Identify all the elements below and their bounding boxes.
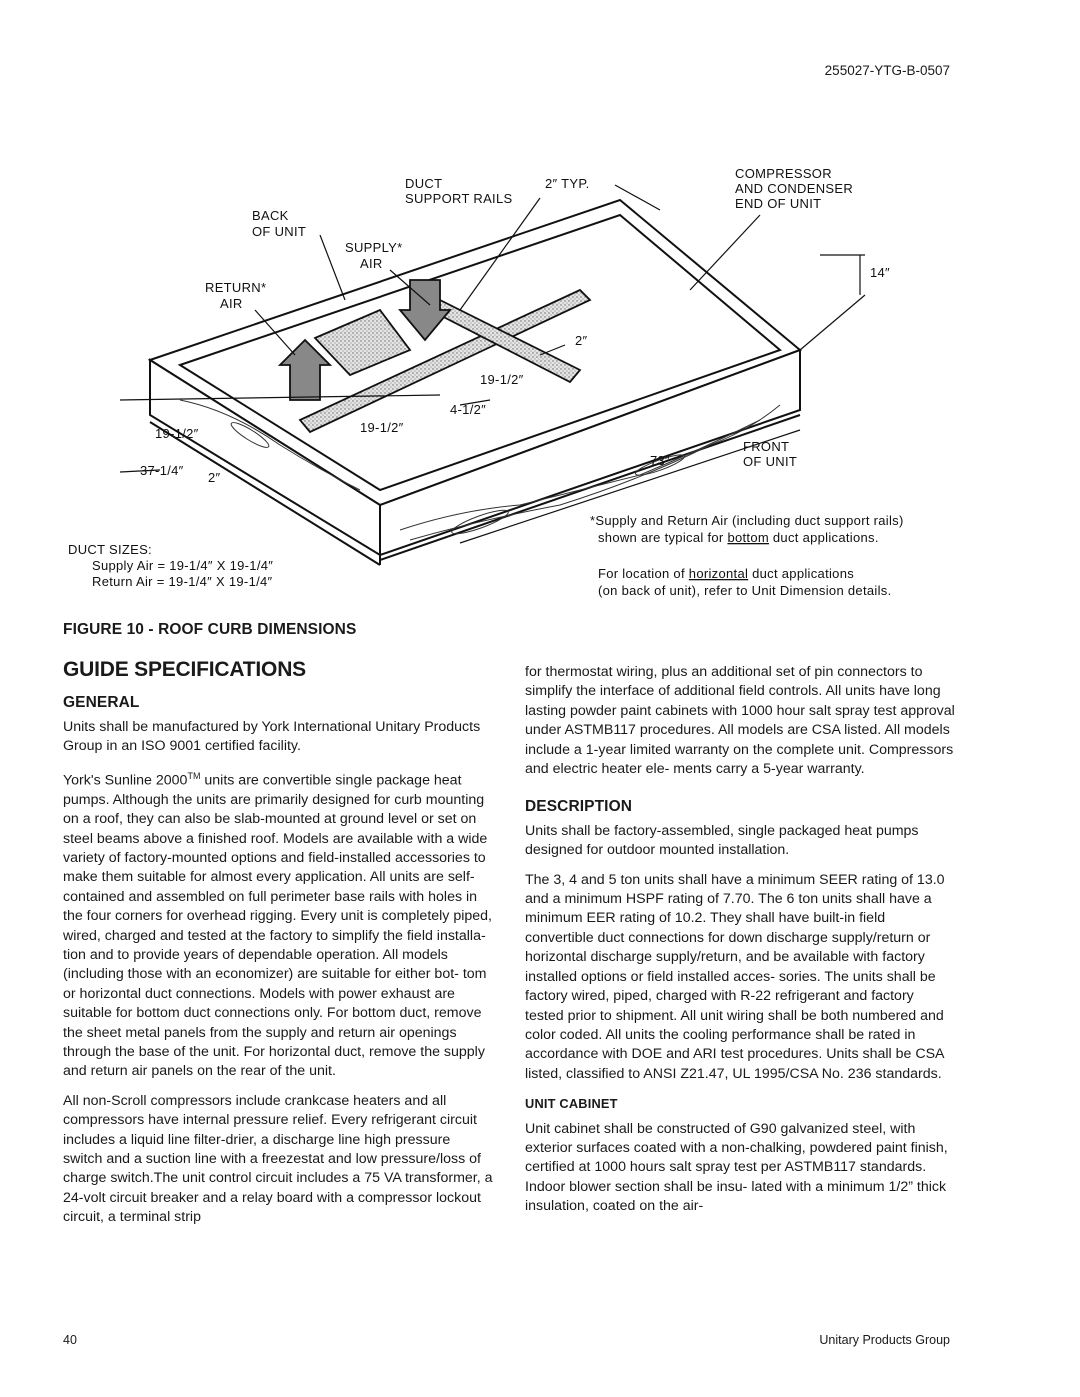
note-line-1: *Supply and Return Air (including duct s… <box>590 513 904 528</box>
note-line-4: (on back of unit), refer to Unit Dimensi… <box>598 583 891 598</box>
label-of-unit-back: OF UNIT <box>252 224 306 239</box>
label-supply-air: AIR <box>360 256 383 271</box>
label-supply: SUPPLY* <box>345 240 403 255</box>
wood-grain <box>179 399 781 541</box>
left-column: GUIDE SPECIFICATIONS GENERAL Units shall… <box>63 658 493 1238</box>
general-paragraph-2: York's Sunline 2000TM units are converti… <box>63 770 492 1080</box>
note-line-3: For location of horizontal duct applicat… <box>598 566 854 581</box>
general-paragraph-continued: for thermostat wiring, plus an additiona… <box>525 664 955 778</box>
section-title: GUIDE SPECIFICATIONS <box>63 658 306 681</box>
duct-sizes-title: DUCT SIZES: <box>68 542 152 557</box>
label-return-air: AIR <box>220 296 243 311</box>
unit-cabinet-paragraph: Unit cabinet shall be constructed of G90… <box>525 1120 948 1215</box>
label-return: RETURN* <box>205 280 266 295</box>
label-of-unit-front: OF UNIT <box>743 454 797 469</box>
roof-curb-figure: DUCT SUPPORT RAILS 2″ TYP. COMPRESSOR AN… <box>60 160 960 610</box>
label-dim-37: 37-1/4″ <box>140 463 184 478</box>
label-dim-2a: 2″ <box>575 333 588 348</box>
page-number: 40 <box>63 1333 77 1347</box>
label-and-condenser: AND CONDENSER <box>735 181 853 196</box>
curb-frame <box>147 198 802 566</box>
air-arrows <box>277 279 452 401</box>
label-dim-4-half: 4-1/2″ <box>450 402 486 417</box>
footer-organization: Unitary Products Group <box>819 1333 950 1347</box>
document-number: 255027-YTG-B-0507 <box>824 63 950 78</box>
leader-lines <box>119 184 866 544</box>
unit-cabinet-heading: UNIT CABINET <box>525 1096 618 1112</box>
label-dim-19-b: 19-1/2″ <box>360 420 404 435</box>
duct-size-return: Return Air = 19-1/4″ X 19-1/4″ <box>92 574 273 589</box>
label-compressor: COMPRESSOR <box>735 166 832 181</box>
roof-curb-drawing: DUCT SUPPORT RAILS 2″ TYP. COMPRESSOR AN… <box>68 166 904 598</box>
label-dim-19-a: 19-1/2″ <box>480 372 524 387</box>
label-dim-14: 14″ <box>870 265 890 280</box>
label-front: FRONT <box>743 439 789 454</box>
label-dim-73: 73″ <box>650 453 670 468</box>
label-back: BACK <box>252 208 289 223</box>
right-column: for thermostat wiring, plus an additiona… <box>525 663 955 1227</box>
note-line-2: shown are typical for bottom duct applic… <box>598 530 879 545</box>
description-heading: DESCRIPTION <box>525 798 633 816</box>
label-end-of-unit: END OF UNIT <box>735 196 821 211</box>
duct-size-supply: Supply Air = 19-1/4″ X 19-1/4″ <box>92 558 273 573</box>
general-paragraph-3: All non-Scroll compressors include crank… <box>63 1092 493 1226</box>
label-dim-19-c: 19-1/2″ <box>155 426 199 441</box>
description-paragraph-2: The 3, 4 and 5 ton units shall have a mi… <box>525 871 945 1082</box>
general-heading: GENERAL <box>63 694 140 712</box>
label-two-typ: 2″ TYP. <box>545 176 590 191</box>
description-paragraph-1: Units shall be factory-assembled, single… <box>525 822 919 859</box>
general-paragraph-1: Units shall be manufactured by York Inte… <box>63 718 481 755</box>
label-support-rails: SUPPORT RAILS <box>405 191 512 206</box>
label-dim-2b: 2″ <box>208 470 221 485</box>
figure-caption: FIGURE 10 - ROOF CURB DIMENSIONS <box>63 621 357 638</box>
label-duct: DUCT <box>405 176 442 191</box>
